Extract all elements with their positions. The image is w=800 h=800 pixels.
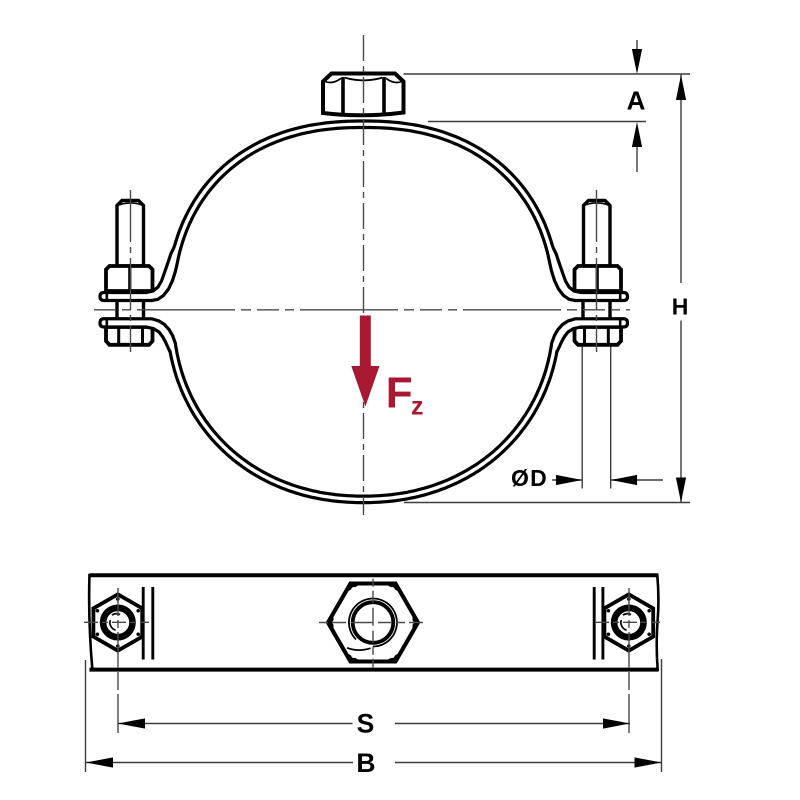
svg-text:ØD: ØD (511, 465, 548, 491)
svg-text:A: A (627, 86, 646, 116)
svg-text:z: z (411, 393, 424, 421)
svg-text:F: F (386, 369, 413, 418)
svg-text:H: H (672, 294, 689, 320)
svg-text:S: S (357, 709, 375, 739)
svg-text:B: B (356, 748, 375, 778)
